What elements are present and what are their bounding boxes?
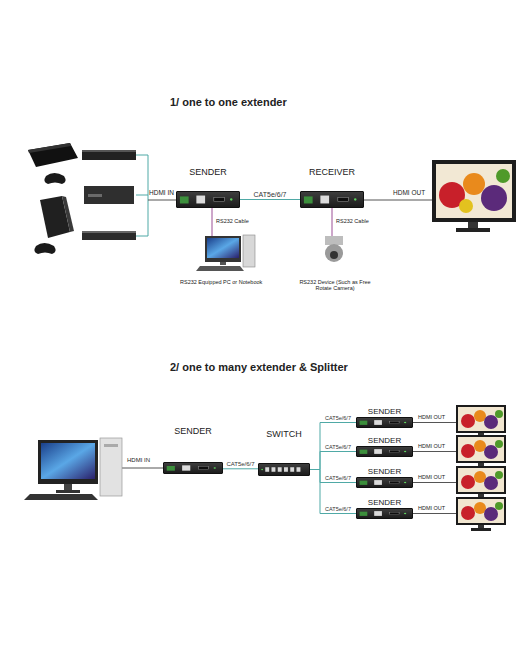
extender-box: SENDER: [356, 417, 413, 428]
annotation-label: HDMI IN: [149, 189, 174, 196]
cable-line: [310, 423, 356, 470]
extender-box: SENDER: [356, 477, 413, 488]
cable-line: [310, 470, 356, 514]
cable-label: CAT5e/6/7: [325, 476, 351, 482]
display-monitors: [456, 405, 506, 531]
box-heading: SENDER: [147, 168, 269, 177]
pc-computer: [196, 235, 255, 271]
device-front: [177, 192, 239, 207]
device-front: [357, 478, 412, 487]
game-consoles: [28, 143, 78, 254]
cable-line: [223, 468, 258, 469]
device-front: [259, 464, 309, 475]
annotation-label: RS232 Device (Such as Free Rotate Camera…: [296, 279, 374, 291]
extender-box: SENDER: [176, 191, 240, 208]
annotation-label: RS232 Cable: [216, 218, 249, 224]
annotation-label: HDMI OUT: [393, 189, 425, 196]
section-heading: 2/ one to many extender & Splitter: [170, 361, 348, 373]
annotation-label: RS232 Equipped PC or Notebook: [180, 279, 262, 285]
extender-box: SENDER: [356, 508, 413, 519]
device-front: [357, 418, 412, 427]
cable-label: CAT5e/6/7: [254, 191, 287, 198]
extender-box: RECEIVER: [300, 191, 364, 208]
cable-label: CAT5e/6/7: [325, 416, 351, 422]
annotation-label: HDMI IN: [127, 457, 150, 464]
cable-label: CAT5e/6/7: [325, 507, 351, 513]
device-front: [357, 447, 412, 456]
device-front: [301, 192, 363, 207]
cable-line: [310, 470, 356, 483]
extender-box: SENDER: [163, 462, 223, 474]
box-heading: SWITCH: [229, 430, 339, 439]
cable-label: CAT5e/6/7: [226, 461, 254, 467]
annotation-label: HDMI OUT: [418, 474, 445, 480]
network-switch: SWITCH: [258, 463, 310, 476]
box-heading: RECEIVER: [271, 168, 393, 177]
annotation-label: HDMI OUT: [418, 414, 445, 420]
cable-line: [310, 452, 356, 470]
display-monitor: [432, 160, 516, 232]
box-heading: SENDER: [134, 427, 252, 436]
media-boxes: [82, 150, 136, 240]
annotation-label: RS232 Cable: [336, 218, 369, 224]
annotation-label: HDMI OUT: [418, 505, 445, 511]
pc-computer: [24, 438, 122, 500]
cable-label: CAT5e/6/7: [325, 445, 351, 451]
section-heading: 1/ one to one extender: [170, 96, 287, 108]
hdmi-bracket: [136, 155, 148, 236]
device-front: [357, 509, 412, 518]
rotate-camera: [325, 236, 343, 262]
extender-box: SENDER: [356, 446, 413, 457]
device-front: [164, 463, 222, 473]
hdmi-cables: [122, 200, 456, 514]
rs232-cables: [212, 208, 332, 236]
annotation-label: HDMI OUT: [418, 443, 445, 449]
cable-line: [240, 199, 300, 200]
